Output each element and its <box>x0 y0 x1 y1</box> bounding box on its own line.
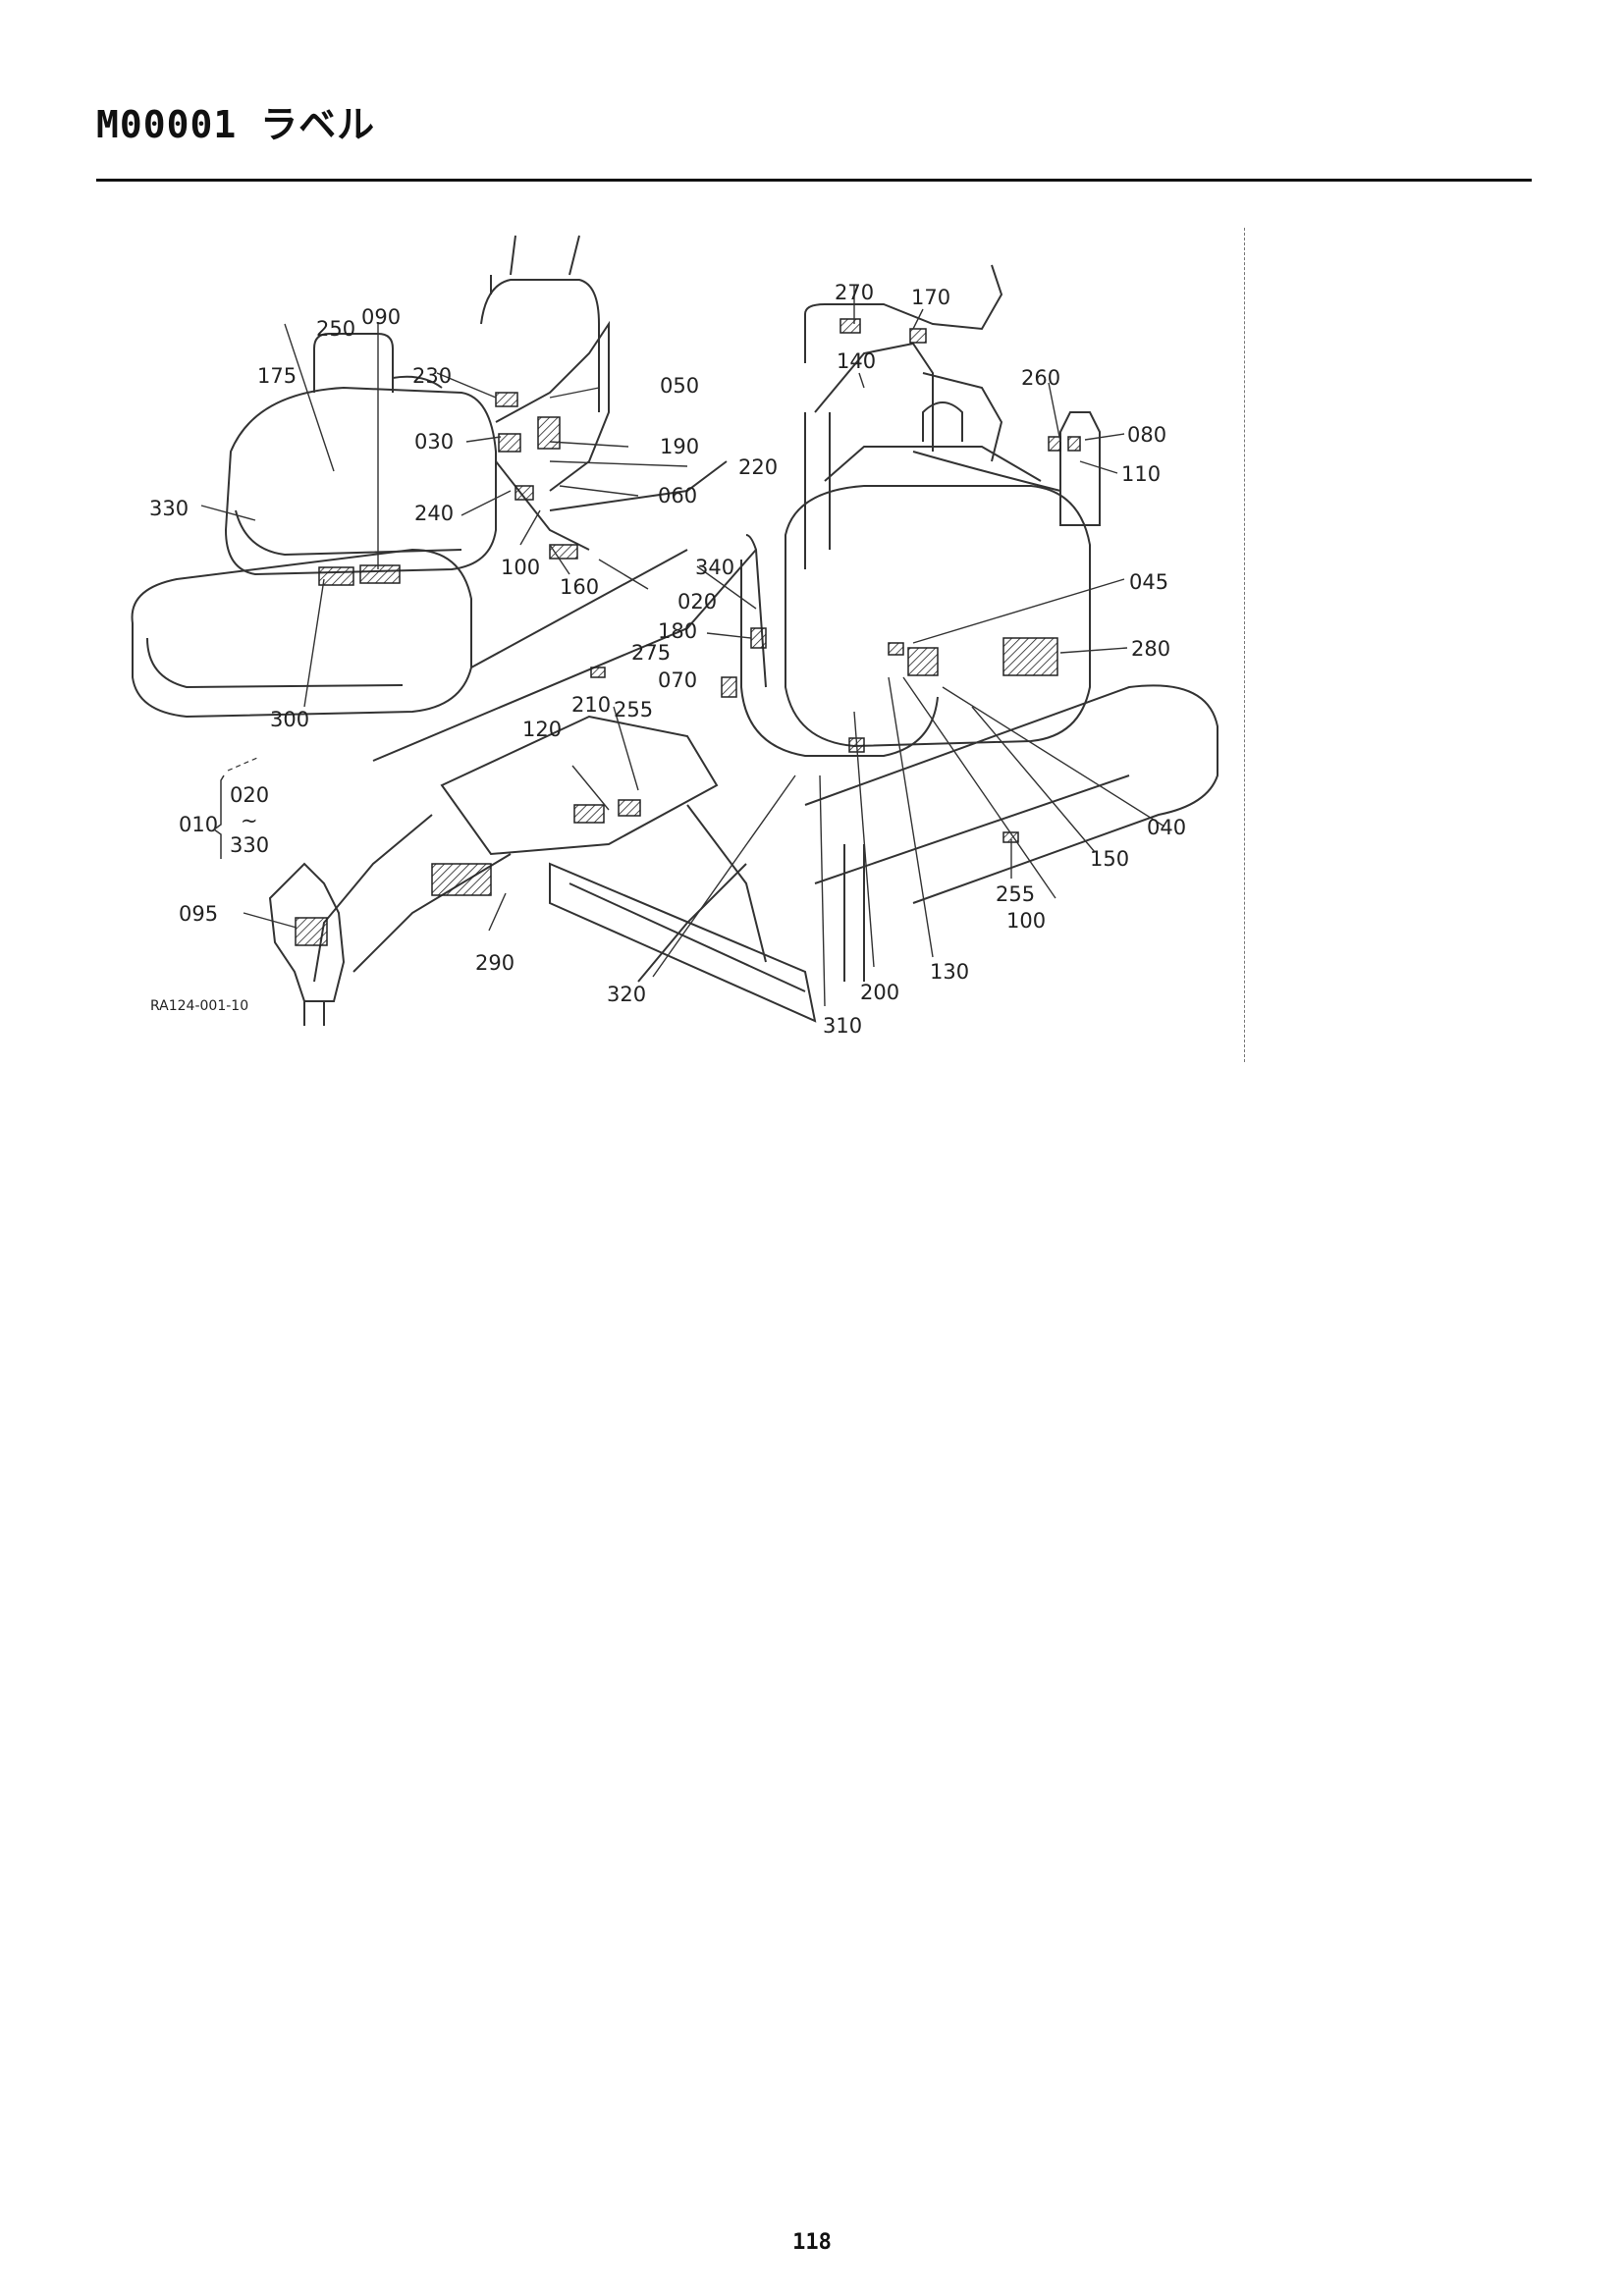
callout-140: 140 <box>837 349 876 373</box>
callout-300: 300 <box>270 708 309 731</box>
callout-320: 320 <box>607 983 646 1006</box>
callout-130: 130 <box>930 960 969 984</box>
range-to-330: 330 <box>230 833 269 857</box>
callout-280: 280 <box>1131 637 1170 661</box>
figure-ref: RA124-001-10 <box>150 998 248 1014</box>
callout-260: 260 <box>1021 366 1060 390</box>
callout-270: 270 <box>835 281 874 304</box>
callout-190: 190 <box>660 435 699 458</box>
callout-100: 100 <box>501 556 540 579</box>
callout-180: 180 <box>658 619 697 643</box>
callout-050: 050 <box>660 374 699 398</box>
callout-100: 100 <box>1006 909 1046 933</box>
callout-040: 040 <box>1147 816 1186 839</box>
callout-090: 090 <box>361 305 401 329</box>
callout-060: 060 <box>658 484 697 507</box>
callout-200: 200 <box>860 981 899 1004</box>
callout-110: 110 <box>1121 462 1161 486</box>
callout-175: 175 <box>257 364 297 388</box>
range-tilde: ~ <box>241 809 258 832</box>
range-parent-010: 010 <box>179 813 218 836</box>
callout-340: 340 <box>695 556 734 579</box>
callout-070: 070 <box>658 668 697 692</box>
callout-220: 220 <box>738 455 778 479</box>
callout-020: 020 <box>677 590 717 614</box>
leader-lines <box>200 285 1165 1007</box>
callout-045: 045 <box>1129 570 1168 594</box>
callout-275: 275 <box>631 641 671 665</box>
page-title: M00001 ラベル <box>96 103 376 146</box>
page-divider-dashed <box>1244 228 1245 1062</box>
callout-310: 310 <box>823 1014 862 1038</box>
callout-030: 030 <box>414 430 454 454</box>
page-number: 118 <box>792 2230 832 2255</box>
callout-labels: 250 090 175 230 050 030 190 220 060 240 … <box>149 281 1186 1038</box>
range-brace <box>212 774 225 859</box>
callout-290: 290 <box>475 951 514 975</box>
machine-rear-view <box>131 235 757 762</box>
callout-230: 230 <box>412 364 452 388</box>
callout-095: 095 <box>179 902 218 926</box>
callout-250: 250 <box>316 317 355 341</box>
decal-markers <box>295 318 1081 946</box>
callout-255: 255 <box>996 882 1035 906</box>
callout-240: 240 <box>414 502 454 525</box>
callout-210: 210 <box>571 693 611 717</box>
callout-080: 080 <box>1127 423 1166 447</box>
range-dash-hint <box>227 757 258 772</box>
title-rule <box>96 179 1532 182</box>
callout-255: 255 <box>614 698 653 721</box>
callout-160: 160 <box>560 575 599 599</box>
callout-150: 150 <box>1090 847 1129 871</box>
bucket-attachment <box>268 862 346 1026</box>
callout-120: 120 <box>522 718 562 741</box>
range-from-020: 020 <box>230 783 269 807</box>
callout-330: 330 <box>149 497 189 520</box>
callout-170: 170 <box>911 286 950 309</box>
